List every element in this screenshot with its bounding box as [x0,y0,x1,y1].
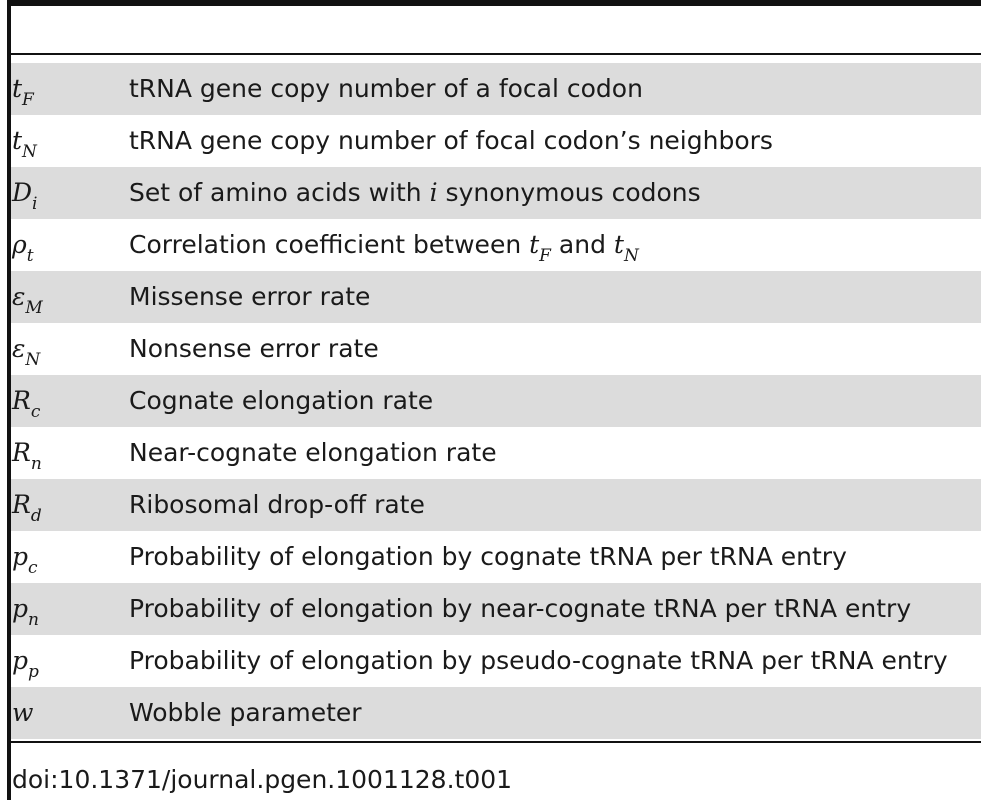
description-cell: tRNA gene copy number of focal codon’s n… [129,115,773,167]
description-text: Nonsense error rate [129,334,379,363]
inline-math: i [430,178,438,207]
inline-math: tF [529,230,551,265]
description-cell: Probability of elongation by pseudo-cogn… [129,635,948,687]
symbol-cell: Rn [12,427,42,479]
left-border-rule [7,0,11,800]
description-cell: Missense error rate [129,271,370,323]
symbol-subscript: F [22,90,34,110]
description-cell: Ribosomal drop-off rate [129,479,425,531]
description-text: Missense error rate [129,282,371,311]
description-text: Near-cognate elongation rate [129,438,497,467]
symbol-main: ε [12,282,26,311]
symbol-main: R [12,438,31,467]
description-text: tRNA gene copy number of focal codon’s n… [129,126,773,155]
inline-math-main: t [529,230,540,259]
symbol-main: D [12,178,33,207]
table-row: Rn Near-cognate elongation rate [11,427,981,479]
symbol-cell: Rc [12,375,40,427]
symbol-main: ρ [12,230,27,259]
description-cell: Wobble parameter [129,687,362,739]
description-text-mid: and [550,230,614,259]
description-text: tRNA gene copy number of a focal codon [129,74,643,103]
symbol-main: p [12,646,29,675]
symbol-cell: ρt [12,219,34,271]
header-separator-rule [7,53,981,55]
description-text: Probability of elongation by near-cognat… [129,594,912,623]
symbol-subscript: n [28,610,39,630]
table-row: εM Missense error rate [11,271,981,323]
inline-math-main: i [429,178,438,207]
table-top-rule [7,0,981,6]
description-text: Probability of elongation by cognate tRN… [129,542,847,571]
symbol-subscript: i [32,194,38,214]
description-cell: Cognate elongation rate [129,375,433,427]
table-row: εN Nonsense error rate [11,323,981,375]
description-text: Wobble parameter [129,698,362,727]
symbol-cell: tN [12,115,37,167]
table-row: w Wobble parameter [11,687,981,739]
table-row: pc Probability of elongation by cognate t… [11,531,981,583]
table-row: Rd Ribosomal drop-off rate [11,479,981,531]
symbol-cell: pn [12,583,39,635]
symbol-cell: pp [12,635,39,687]
symbol-subscript: N [22,142,37,162]
symbol-main: p [12,594,29,623]
symbol-subscript: n [30,454,42,474]
symbol-cell: pc [12,531,38,583]
table-row: Rc Cognate elongation rate [11,375,981,427]
table-bottom-rule [7,741,981,743]
description-text: Probability of elongation by pseudo-cogn… [129,646,948,675]
description-text: Cognate elongation rate [129,386,434,415]
table-row: pn Probability of elongation by near-cogn… [11,583,981,635]
description-cell: Nonsense error rate [129,323,379,375]
symbol-main: w [12,698,34,727]
symbol-main: R [12,490,31,519]
symbol-subscript: c [28,558,38,578]
symbol-cell: w [12,687,33,739]
description-text-mid: synonymous codons [437,178,701,207]
description-text: Ribosomal drop-off rate [129,490,425,519]
symbol-subscript: N [25,350,41,370]
description-cell: Correlation coefficient between tF and t… [129,219,639,271]
symbol-subscript: c [30,402,41,422]
inline-math-2-main: t [613,230,624,259]
symbol-subscript: M [25,298,43,318]
symbol-cell: εM [12,271,43,323]
symbol-subscript: d [30,506,42,526]
description-text: Set of amino acids with [129,178,430,207]
symbol-subscript: t [26,246,34,266]
description-cell: Set of amino acids with i synonymous cod… [129,167,701,219]
description-cell: Probability of elongation by near-cognat… [129,583,911,635]
symbol-main: R [12,386,31,415]
symbol-main: ε [12,334,26,363]
inline-math-2-subscript: N [623,246,639,266]
symbol-cell: Rd [12,479,42,531]
description-cell: Probability of elongation by cognate tRN… [129,531,847,583]
symbol-main: t [12,74,23,103]
table-row: pp Probability of elongation by pseudo-co… [11,635,981,687]
symbol-cell: Di [12,167,37,219]
doi-footer: doi:10.1371/journal.pgen.1001128.t001 [12,765,513,794]
symbol-main: p [12,542,29,571]
description-cell: Near-cognate elongation rate [129,427,497,479]
symbol-cell: εN [12,323,40,375]
inline-math-2: tN [613,230,639,265]
description-cell: tRNA gene copy number of a focal codon [129,63,643,115]
inline-math-subscript: F [539,246,551,266]
symbol-subscript: p [28,662,39,682]
symbol-cell: tF [12,63,34,115]
symbol-main: t [12,126,23,155]
description-text: Correlation coefficient between [129,230,530,259]
